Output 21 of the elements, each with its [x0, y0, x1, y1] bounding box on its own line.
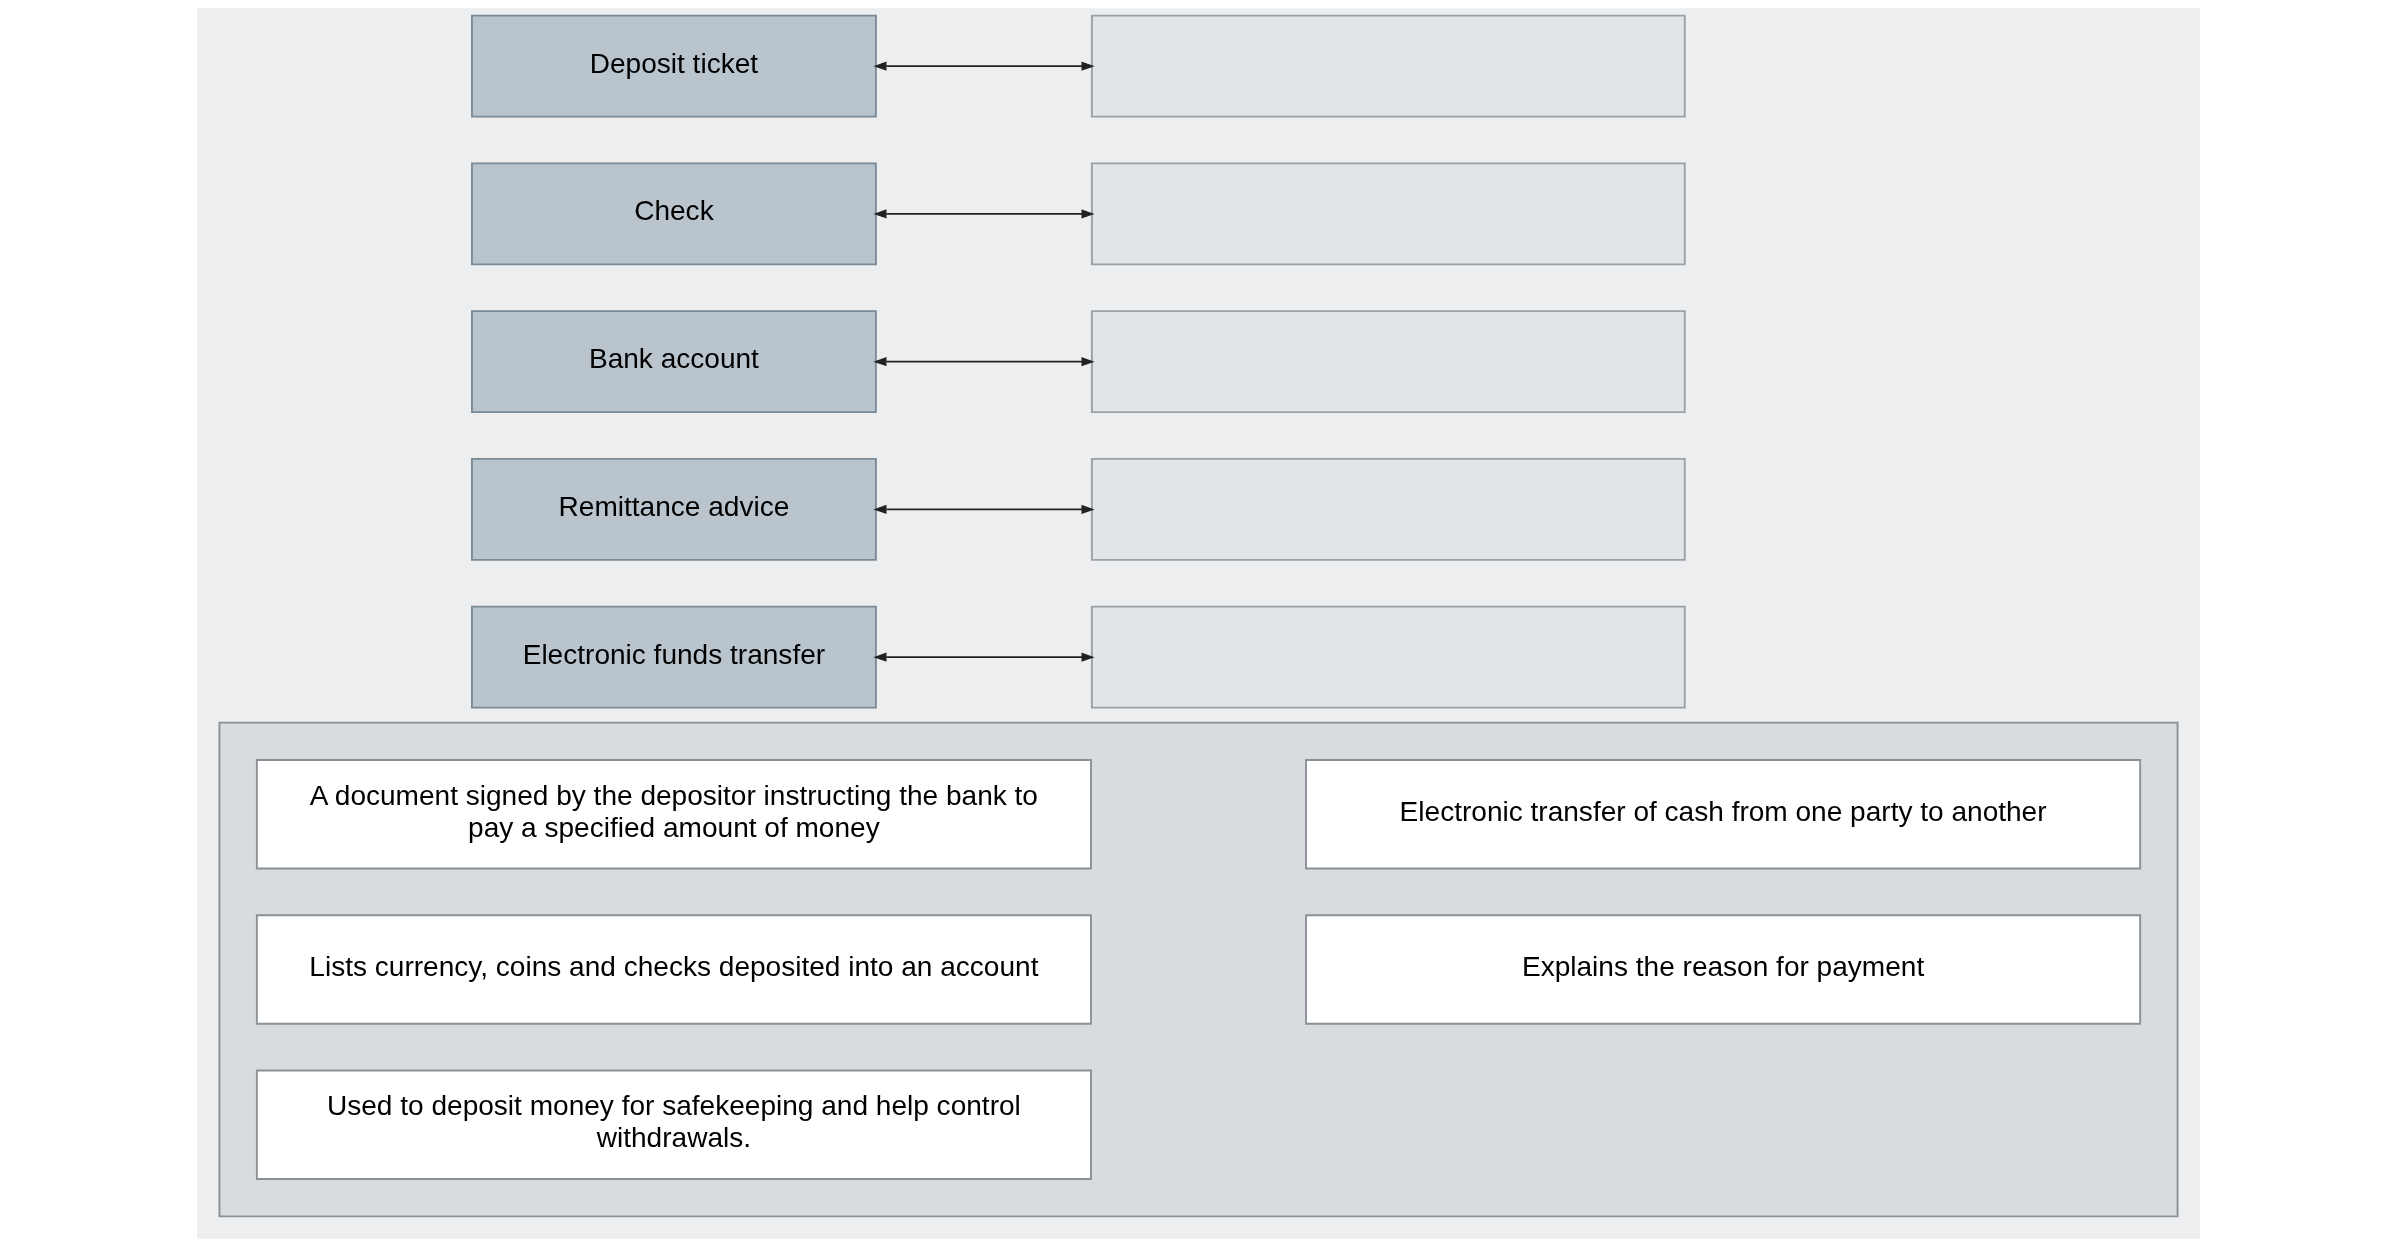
node-box: Deposit ticket — [470, 14, 877, 118]
arrow — [872, 652, 1095, 662]
node-box — [1090, 310, 1686, 414]
node-box: Bank account — [470, 310, 877, 414]
node-box: Check — [470, 162, 877, 266]
arrow — [872, 357, 1095, 367]
cluster — [218, 721, 2178, 1218]
node-box: Electronic transfer of cash from one party to another — [1304, 759, 2141, 870]
node-box: A document signed by the depositor instructing the bank to pay a specified amount of money — [255, 759, 1092, 870]
node-box — [1090, 605, 1686, 709]
node-box: Remittance advice — [470, 458, 877, 561]
node-box — [1090, 458, 1686, 561]
node-box: Explains the reason for payment — [1304, 914, 2141, 1025]
arrow — [872, 61, 1095, 71]
node-box: Used to deposit money for safekeeping and help control withdrawals. — [255, 1069, 1092, 1180]
node-box — [1090, 14, 1686, 118]
node-box: Electronic funds transfer — [470, 605, 877, 709]
arrow — [872, 504, 1095, 514]
arrow — [872, 209, 1095, 219]
node-box: Lists currency, coins and checks deposited into an account — [255, 914, 1092, 1025]
node-box — [1090, 162, 1686, 266]
